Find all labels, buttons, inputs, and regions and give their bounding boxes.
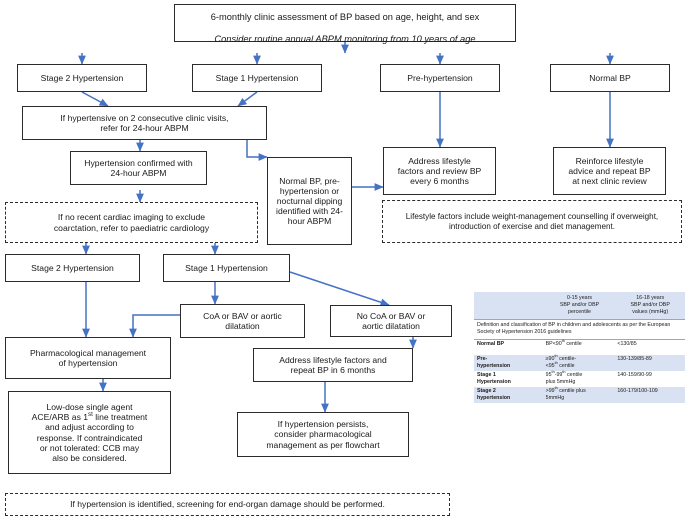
node-label: Address lifestyle factors and repeat BP … [279, 354, 387, 375]
table-header-blank [474, 292, 544, 320]
table-cell-mmhg: 160-179/100-109 [615, 387, 685, 404]
table-cell-category: Normal BP [474, 339, 544, 356]
bp-classification-table: Definition and classification of BP in c… [474, 292, 685, 404]
node-label: Pre-hypertension [407, 72, 473, 83]
table-row: Stage 2 hypertension>99th centile plus 5… [474, 386, 685, 404]
node-normal-bp-top: Normal BP [550, 64, 670, 92]
table-cell-percentile: ≥90th centile- <95th centile [543, 355, 616, 372]
table-cell-category: Stage 1 Hypertension [474, 371, 544, 388]
node-cardiac-imaging-coarctation: If no recent cardiac imaging to exclude … [5, 202, 258, 243]
node-stage1-hypertension-mid: Stage 1 Hypertension [163, 254, 290, 282]
node-hypertension-confirmed-abpm: Hypertension confirmed with 24-hour ABPM [70, 151, 207, 185]
table-header-16-18-years: 16-18 years SBP and/or DBP values (mmHg) [615, 292, 685, 320]
table-cell-percentile: 95th-99th centile plus 5mmHg [543, 371, 616, 388]
node-label: Stage 2 Hypertension [40, 72, 124, 83]
node-top-line1: 6-monthly clinic assessment of BP based … [210, 12, 480, 23]
node-address-lifestyle-6-months: Address lifestyle factors and review BP … [383, 147, 496, 195]
table-header-0-15-years: 0-15 years SBP and/or DBP percentile [543, 292, 616, 320]
node-low-dose-ace-arb: Low-dose single agent ACE/ARB as 1st lin… [8, 391, 171, 474]
node-stage2-hypertension-mid: Stage 2 Hypertension [5, 254, 140, 282]
node-label: Stage 1 Hypertension [215, 72, 299, 83]
table-cell-percentile: >99th centile plus 5mmHg [543, 386, 616, 404]
node-address-lifestyle-repeat-6-months: Address lifestyle factors and repeat BP … [253, 348, 413, 382]
node-end-organ-damage-screening: If hypertension is identified, screening… [5, 493, 450, 516]
table-cell-mmhg: <130/85 [615, 339, 685, 356]
low-dose-post: line treatment and adjust according to r… [36, 412, 148, 463]
node-reinforce-lifestyle-advice: Reinforce lifestyle advice and repeat BP… [553, 147, 666, 195]
node-hypertension-persists: If hypertension persists, consider pharm… [237, 412, 409, 457]
node-stage2-hypertension-top: Stage 2 Hypertension [17, 64, 147, 92]
node-label: Reinforce lifestyle advice and repeat BP… [568, 155, 651, 187]
node-pharmacological-management: Pharmacological management of hypertensi… [5, 337, 171, 379]
node-label: Pharmacological management of hypertensi… [29, 347, 147, 368]
node-label: Normal BP [589, 72, 631, 83]
node-coa-bav-aortic-dilatation: CoA or BAV or aortic dilatation [180, 304, 305, 338]
table-cell-category: Pre- hypertension [474, 355, 544, 372]
node-label: If no recent cardiac imaging to exclude … [53, 212, 210, 233]
node-label: Lifestyle factors include weight-managem… [405, 211, 659, 231]
node-two-consecutive-visits: If hypertensive on 2 consecutive clinic … [22, 106, 267, 140]
node-stage1-hypertension-top: Stage 1 Hypertension [192, 64, 322, 92]
table-cell-category: Stage 2 hypertension [474, 387, 544, 404]
node-label: Address lifestyle factors and review BP … [397, 155, 482, 187]
table-row: Pre- hypertension≥90th centile- <95th ce… [474, 355, 685, 372]
low-dose-pre: Low-dose single agent ACE/ARB as 1 [31, 402, 133, 423]
node-label: If hypertension is identified, screening… [70, 499, 385, 510]
table-cell-mmhg: 130-139/85-89 [615, 355, 685, 372]
node-label: Stage 1 Hypertension [185, 262, 268, 273]
node-label: If hypertension persists, consider pharm… [266, 419, 380, 450]
table-caption: Definition and classification of BP in c… [474, 318, 685, 341]
node-label: CoA or BAV or aortic dilatation [203, 310, 282, 331]
node-label: No CoA or BAV or aortic dilatation [356, 310, 426, 331]
table-cell-percentile: BP<90th centile [543, 340, 616, 356]
node-normal-pre-nocturnal-dipping: Normal BP, pre-hypertension or nocturnal… [267, 157, 352, 245]
node-label: Stage 2 Hypertension [31, 262, 114, 273]
node-top-line2: Consider routine annual ABPM monitoring … [214, 33, 476, 44]
low-dose-superscript: st [88, 411, 93, 419]
node-label: If hypertensive on 2 consecutive clinic … [60, 112, 229, 133]
node-label: Hypertension confirmed with 24-hour ABPM [84, 157, 193, 178]
node-label: Low-dose single agent ACE/ARB as 1st lin… [13, 402, 166, 463]
node-top-assessment: 6-monthly clinic assessment of BP based … [174, 4, 516, 44]
node-no-coa-bav-aortic-dilatation: No CoA or BAV or aortic dilatation [330, 305, 452, 337]
table-cell-mmhg: 140-159/90-99 [615, 371, 685, 388]
node-lifestyle-factors-note: Lifestyle factors include weight-managem… [382, 200, 682, 243]
node-pre-hypertension-top: Pre-hypertension [380, 64, 500, 92]
node-label: Normal BP, pre-hypertension or nocturnal… [276, 175, 343, 227]
